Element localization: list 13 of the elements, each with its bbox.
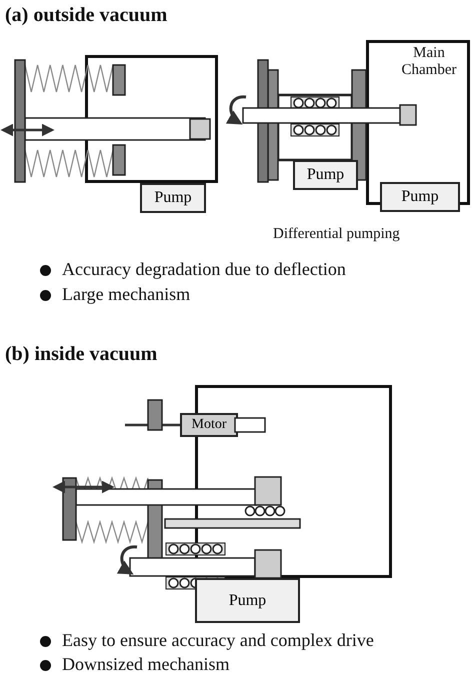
chamber-label: Main Chamber [400,45,458,79]
bullet-text: Accuracy degradation due to deflection [62,259,346,280]
pump-box: Pump [380,182,460,212]
bullet-text: Easy to ensure accuracy and complex drive [62,630,374,651]
motor-box: Motor [180,413,238,437]
caption-text: Differential pumping [273,226,400,243]
bullet-text: Downsized mechanism [62,654,230,675]
section-heading: (a) outside vacuum [5,4,168,27]
pump-box: Pump [140,183,206,213]
pump-box: Pump [293,160,358,190]
pump-box: Pump [195,578,300,623]
bullet-text: Large mechanism [62,284,190,305]
section-heading: (b) inside vacuum [5,343,158,366]
